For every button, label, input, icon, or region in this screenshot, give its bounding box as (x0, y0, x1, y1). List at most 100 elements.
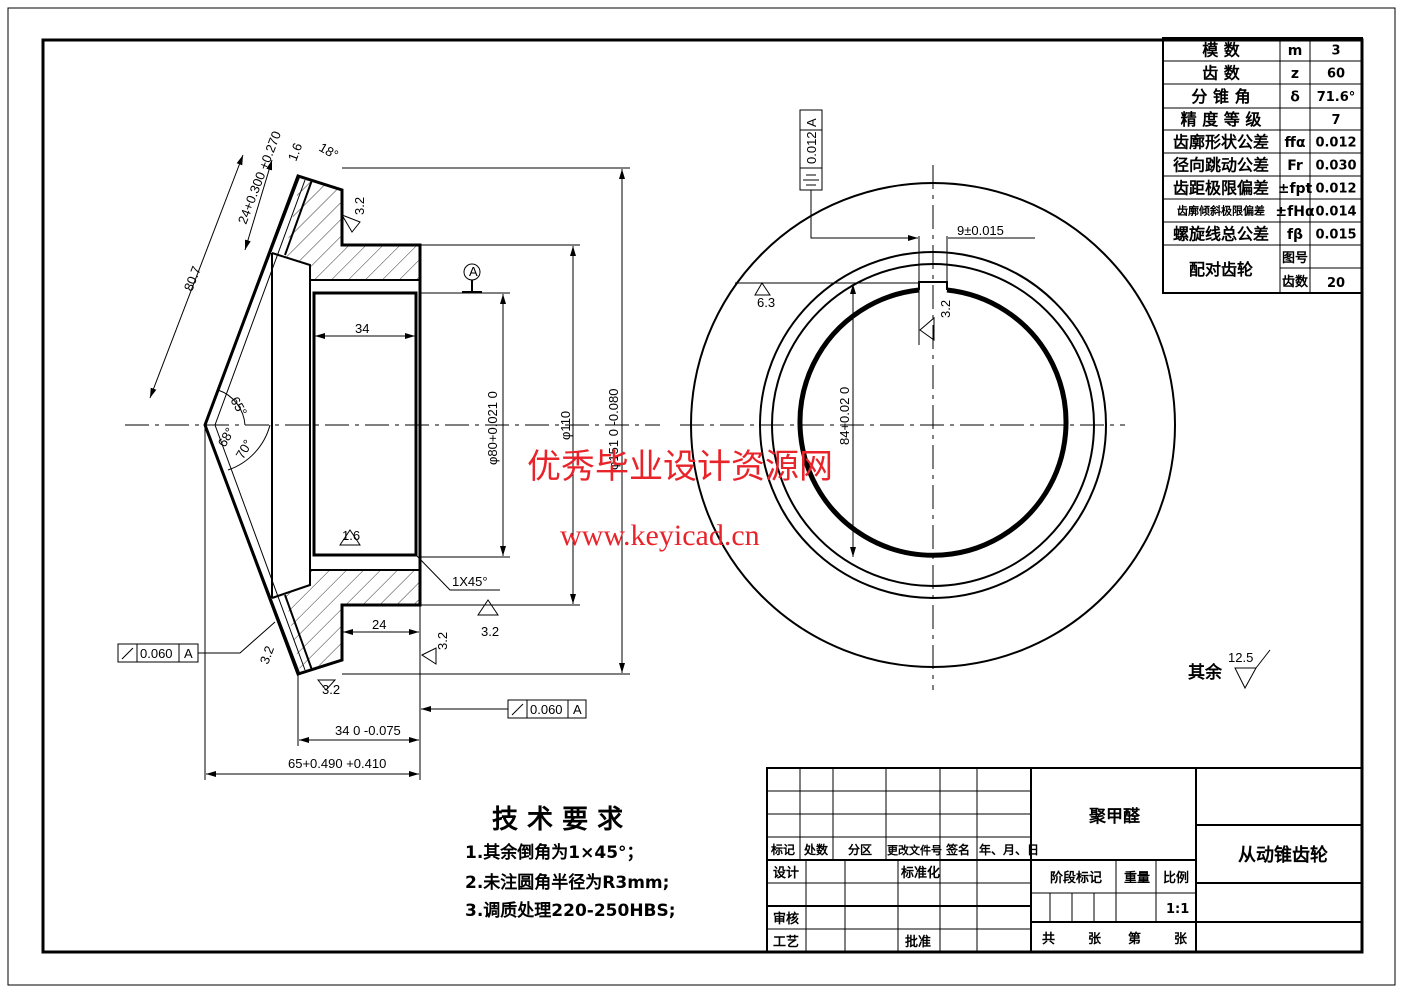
angle-arc-70 (227, 424, 271, 471)
cone-lines (204, 175, 306, 675)
label-design: 设计 (773, 865, 799, 881)
param-label: 模 数 (1202, 41, 1241, 60)
svg-text:0.012: 0.012 (804, 131, 819, 164)
dim-24-line (244, 159, 273, 251)
dim-key-width: 9±0.015 (957, 223, 1004, 238)
dim-34-tol: 34 0 -0.075 (335, 723, 401, 738)
param-value: 0.012 (1315, 181, 1356, 196)
param-symbol: ±fHα (1275, 204, 1315, 220)
param-label: 螺旋线总公差 (1173, 225, 1269, 244)
param-value: 3 (1331, 43, 1340, 58)
angle-68: 68° (215, 425, 238, 450)
outer-border (7, 7, 1396, 986)
tech-title: 技 术 要 求 (492, 805, 623, 835)
runout-icon (511, 703, 524, 716)
tech-item: 2.未注圆角半径为R3mm; (465, 872, 669, 893)
hatch-lower (285, 570, 420, 670)
chamfer-circle (771, 263, 1095, 587)
dim-807: 80.7 (181, 264, 204, 293)
hatch-upper (285, 180, 420, 280)
inner-border (41, 38, 1364, 954)
hdr-date: 年、月、日 (979, 842, 1039, 857)
watermark-url: www.keyicad.cn (560, 519, 760, 552)
angle-arc-65 (217, 389, 246, 426)
tech-item: 3.调质处理220-250HBS; (465, 900, 676, 921)
param-symbol: ±fpt (1278, 181, 1313, 197)
dim-phi80: φ80+0.021 0 (485, 391, 500, 465)
datum-a-label: A (469, 264, 478, 279)
param-symbol: ffα (1285, 135, 1306, 151)
gear-outline (203, 174, 422, 676)
svg-text:A: A (184, 646, 193, 661)
mating-teeth-label: 齿数 (1282, 274, 1309, 290)
label-scale: 比例 (1163, 870, 1189, 886)
runout-frame-left: 0.060 A (117, 621, 276, 663)
hdr-doc: 更改文件号 (887, 843, 942, 857)
dim-bore-length: 34 (355, 321, 369, 336)
svg-text:A: A (573, 702, 582, 717)
param-value: 60 (1327, 66, 1345, 81)
svg-text:0.060: 0.060 (140, 646, 173, 661)
param-value: 0.030 (1315, 158, 1356, 173)
label-stage: 阶段标记 (1050, 870, 1102, 886)
label-review: 审核 (773, 911, 799, 927)
hdr-zone: 分区 (848, 842, 872, 857)
mating-gear-label: 配对齿轮 (1189, 260, 1253, 279)
dim-65-tol: 65+0.490 +0.410 (288, 756, 386, 771)
param-label: 齿廓倾斜极限偏差 (1177, 204, 1265, 218)
svg-text:A: A (804, 118, 819, 127)
runout-icon (121, 647, 134, 660)
outer-circle (690, 182, 1176, 668)
hdr-sign: 签名 (945, 842, 970, 857)
drawing-no-label: 图号 (1282, 251, 1308, 266)
rough-32-a: 3.2 (352, 197, 367, 215)
rough-63: 6.3 (757, 295, 775, 310)
rough-32-d: 3.2 (322, 682, 340, 697)
param-symbol: fβ (1287, 227, 1303, 243)
param-label: 齿廓形状公差 (1173, 133, 1269, 152)
hub-circle (759, 251, 1107, 599)
label-weight: 重量 (1124, 870, 1150, 886)
param-symbol: Fr (1287, 158, 1303, 174)
param-value: 71.6° (1317, 90, 1356, 105)
watermark-cn: 优秀毕业设计资源网 (527, 447, 833, 487)
dim-phi151: φ151 0 -0.080 (606, 389, 621, 470)
mating-teeth-value: 20 (1327, 276, 1345, 291)
dim-807-line (149, 154, 244, 399)
tech-requirements: 技 术 要 求 1.其余倒角为1×45°； 2.未注圆角半径为R3mm; 3.调… (465, 805, 676, 921)
part-name: 从动锥齿轮 (1238, 844, 1328, 866)
gear-inner-lines (271, 179, 420, 671)
chamfer-leader (415, 554, 500, 591)
param-label: 分 锥 角 (1191, 87, 1250, 106)
label-sheets: 张 (1088, 932, 1102, 947)
label-process: 工艺 (773, 934, 799, 950)
label-total: 共 (1042, 931, 1055, 947)
runout-frame-bottom: 0.060 A (421, 699, 587, 719)
angle-18: 18° (317, 140, 342, 163)
hdr-count: 处数 (803, 842, 829, 857)
dim-24: 24+0.300 +0.270 (235, 129, 284, 226)
label-approve: 批准 (905, 934, 931, 950)
param-value: 0.014 (1315, 204, 1356, 219)
dim-hub-length: 24 (372, 617, 386, 632)
material: 聚甲醛 (1088, 806, 1141, 827)
title-block: 标记 处数 分区 更改文件号 签名 年、月、日 设计 标准化 审核 工艺 批准 … (766, 767, 1363, 953)
dim-phi110: φ110 (558, 411, 573, 440)
param-label: 精 度 等 级 (1181, 110, 1263, 129)
tech-item: 1.其余倒角为1×45°； (465, 842, 644, 863)
param-symbol: z (1291, 66, 1299, 82)
symmetry-frame: 0.012 A (799, 109, 905, 239)
param-value: 0.015 (1315, 227, 1356, 242)
symmetry-icon (803, 174, 819, 186)
param-label: 齿 数 (1202, 64, 1241, 83)
scale-value: 1:1 (1166, 902, 1189, 917)
param-symbol: m (1288, 43, 1303, 59)
end-view: 9±0.015 84+0.02 0 6.3 3.2 0.012 A (680, 109, 1176, 690)
dim-chamfer: 1X45° (452, 574, 488, 589)
rough-32-e: 3.2 (257, 644, 277, 666)
param-symbol: δ (1290, 89, 1300, 105)
angle-70: 70° (233, 437, 256, 462)
label-standardize: 标准化 (900, 865, 940, 881)
